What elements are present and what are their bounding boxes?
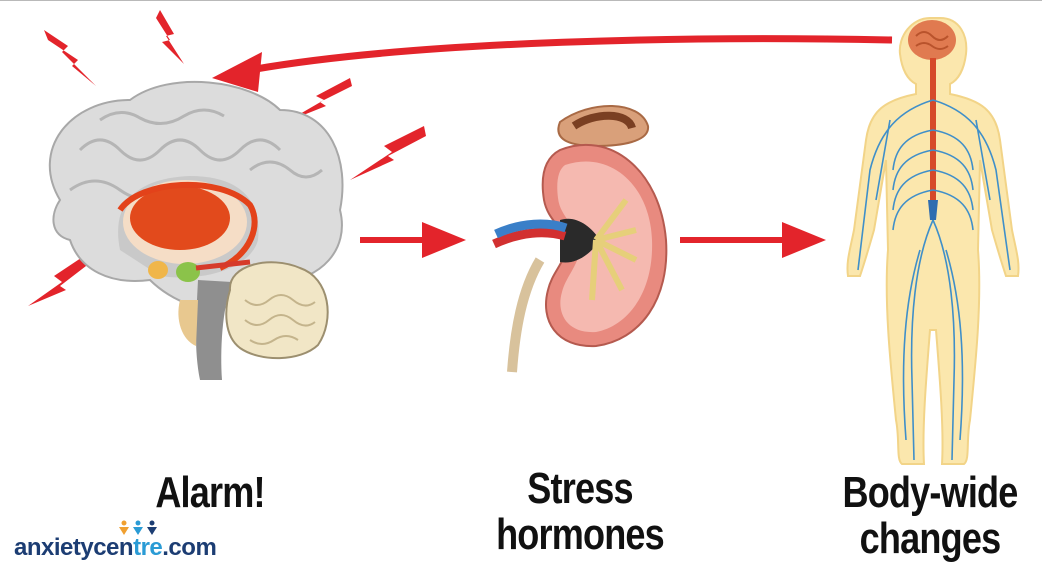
arrow-kidney-to-body xyxy=(680,222,826,258)
feedback-arrow xyxy=(212,39,892,92)
stage-label-alarm: Alarm! xyxy=(120,470,300,516)
body-text-line2: changes xyxy=(815,516,1042,562)
logo-text-part3: .com xyxy=(162,534,216,561)
stage-label-body-wide-changes: Body-wide changes xyxy=(815,470,1042,562)
stress-text-line2: hormones xyxy=(473,512,686,558)
logo-text-part1: anxietycen xyxy=(14,534,133,561)
lightning-icon xyxy=(156,10,184,64)
arrow-brain-to-kidney xyxy=(360,222,466,258)
alarm-text: Alarm! xyxy=(120,470,300,516)
body-text-line1: Body-wide xyxy=(815,470,1042,516)
brain-illustration xyxy=(50,82,343,380)
stage-label-stress-hormones: Stress hormones xyxy=(473,466,686,558)
stress-text-line1: Stress xyxy=(473,466,686,512)
logo-text: anxietycentre.com xyxy=(14,534,216,562)
kidney-illustration xyxy=(494,106,666,372)
site-logo: anxietycentre.com xyxy=(14,520,264,568)
logo-text-part2: tre xyxy=(133,534,162,561)
body-illustration xyxy=(847,18,1018,464)
lightning-icon xyxy=(44,30,96,86)
lightning-icon xyxy=(28,256,86,306)
lightning-icon xyxy=(350,126,426,180)
